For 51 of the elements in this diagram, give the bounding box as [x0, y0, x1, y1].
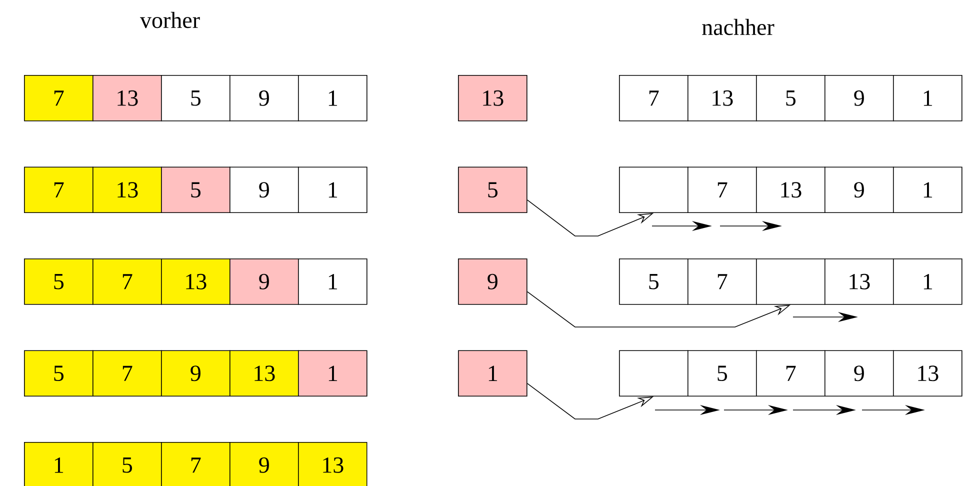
array-cell: 13: [893, 350, 962, 397]
array-cell: 1: [298, 75, 368, 122]
array-cell: 5: [24, 258, 94, 305]
array-cell: 7: [24, 166, 94, 214]
array-cell: 1: [893, 75, 962, 122]
array-cell: 13: [92, 75, 162, 122]
array-cell: 1: [298, 258, 368, 305]
array-cell: 9: [161, 350, 230, 397]
array-cell: 7: [92, 258, 162, 305]
key-cell: 13: [458, 75, 528, 122]
node-label: 5: [122, 457, 132, 473]
array-cell: 1: [893, 166, 962, 214]
heading: vorher: [140, 12, 200, 28]
array-cell: 13: [92, 166, 162, 214]
heading: nachher: [702, 18, 774, 36]
array-cell: 9: [230, 442, 299, 486]
array-cell: 7: [92, 350, 162, 397]
array-cell: 13: [230, 350, 299, 397]
array-cell: 5: [92, 442, 162, 486]
array-cell: 9: [824, 350, 894, 397]
array-cell: 5: [24, 350, 94, 397]
array-cell: 5: [619, 258, 688, 305]
array-cell: 9: [824, 75, 894, 122]
array-cell: 7: [24, 75, 94, 122]
node-label: 9: [259, 457, 269, 473]
array-cell: 1: [298, 350, 368, 397]
array-cell: 5: [161, 75, 230, 122]
array-cell: 9: [230, 258, 299, 305]
array-cell: 5: [756, 75, 826, 122]
array-cell: 5: [161, 166, 230, 214]
array-cell: 13: [756, 166, 826, 214]
array-cell: 13: [161, 258, 230, 305]
array-cell: 1: [893, 258, 962, 305]
array-cell: 1: [24, 442, 94, 486]
array-cell: 1: [298, 166, 368, 214]
array-cell: 13: [824, 258, 894, 305]
key-cell: 9: [458, 258, 528, 305]
array-cell: 13: [688, 75, 757, 122]
array-cell: 7: [688, 258, 757, 305]
array-cell: 7: [688, 166, 757, 214]
array-cell: 9: [824, 166, 894, 214]
node-label: 1: [54, 458, 64, 473]
array-cell: 13: [298, 442, 368, 486]
array-cell: 7: [161, 442, 230, 486]
key-cell: 5: [458, 166, 528, 214]
array-cell: 7: [619, 75, 688, 122]
array-cell: 9: [230, 166, 299, 214]
array-cell: 9: [230, 75, 299, 122]
array-cell: 5: [688, 350, 757, 397]
array-cell: 7: [756, 350, 826, 397]
key-cell: 1: [458, 350, 528, 397]
